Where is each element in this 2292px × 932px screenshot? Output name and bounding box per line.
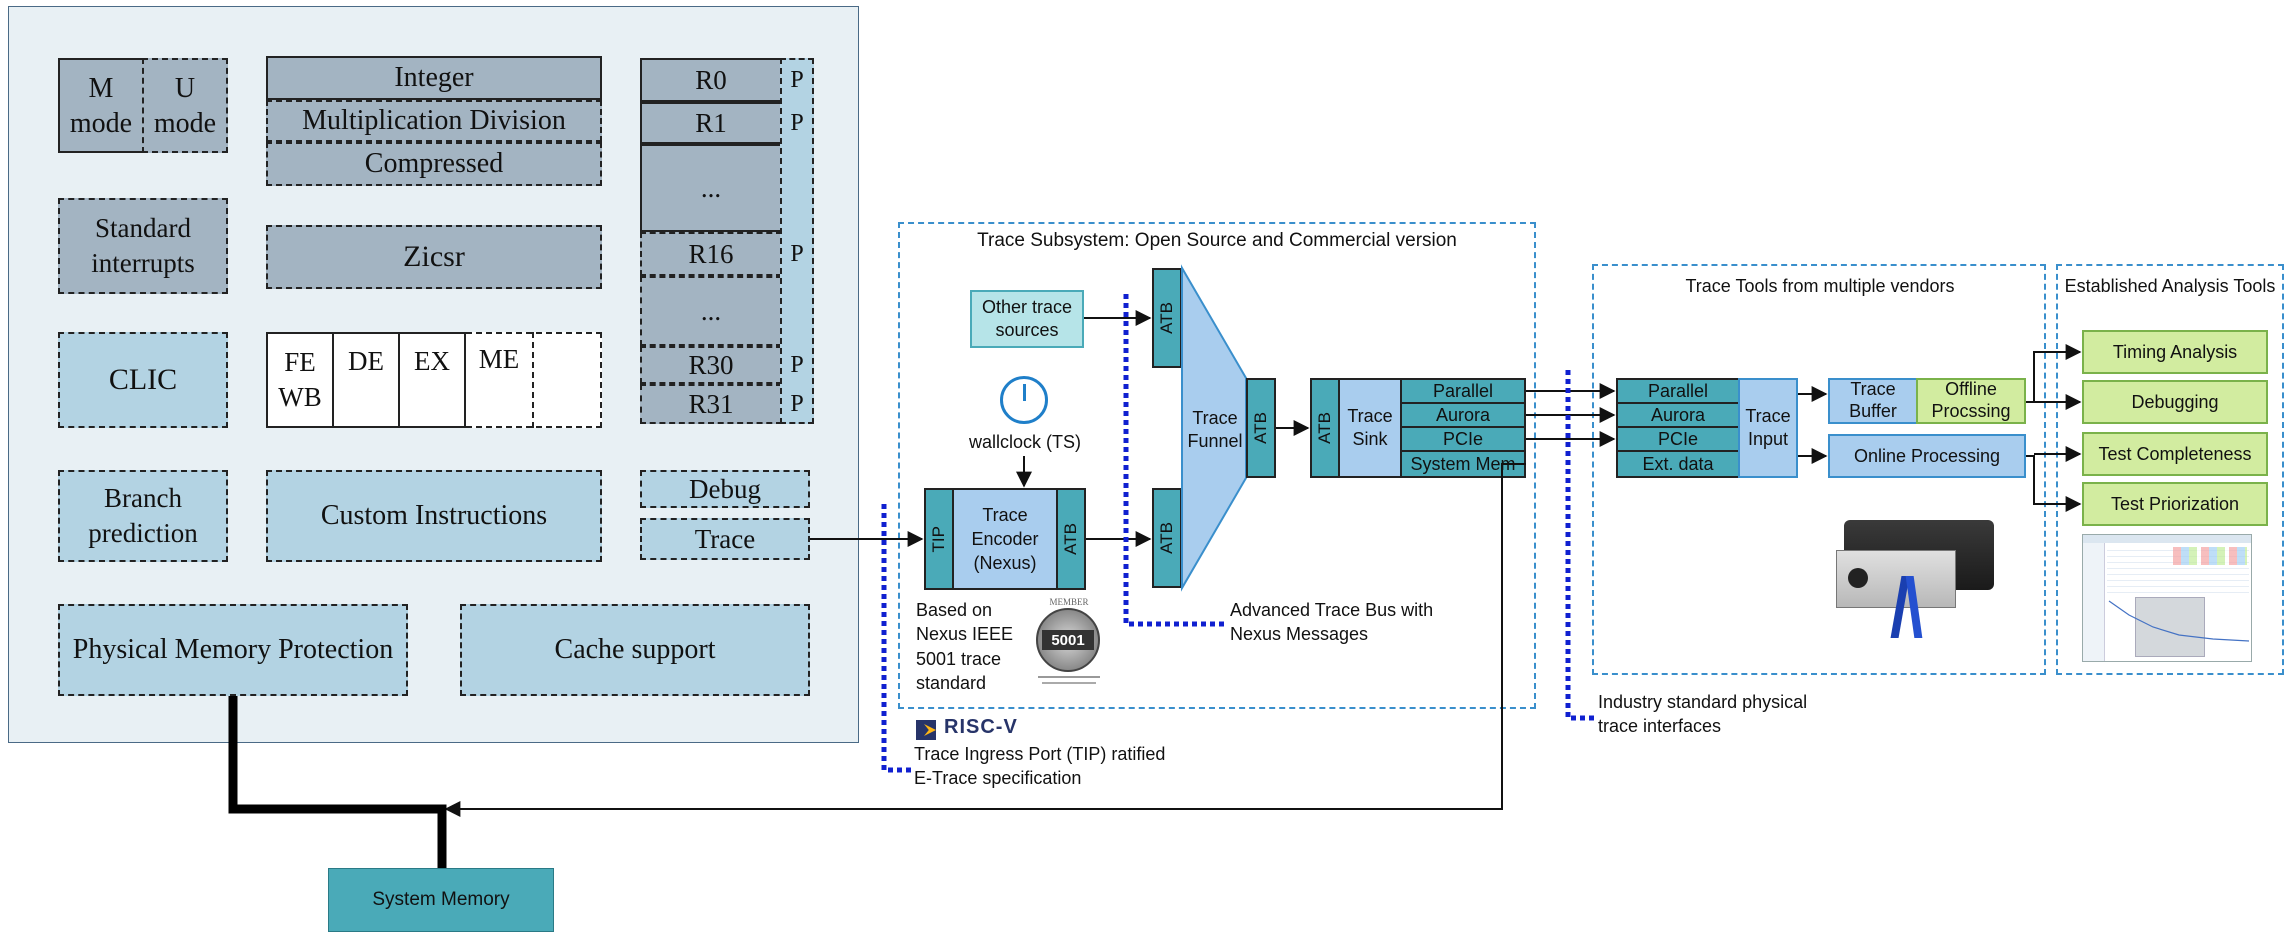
connectors [0, 0, 2292, 932]
